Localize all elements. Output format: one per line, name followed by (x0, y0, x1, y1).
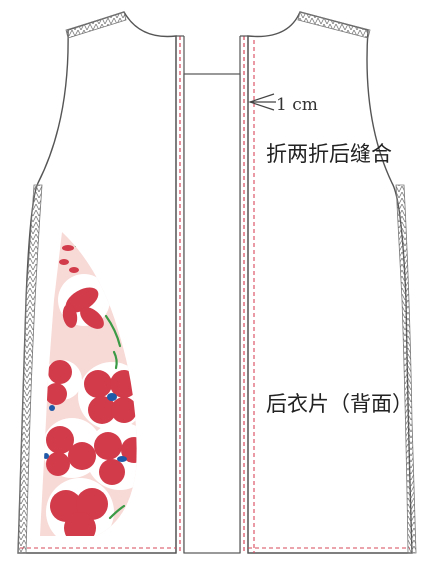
center-opening (183, 73, 241, 554)
right-center-hem (239, 35, 249, 553)
left-shoulder-overlock (65, 11, 127, 39)
right-side-overlock (395, 184, 417, 554)
seam-allowance-label: 1 cm (276, 95, 318, 115)
panel-name-label: 后衣片（背面） (266, 392, 413, 416)
fold-instruction-label: 折两折后缝合 (266, 142, 392, 166)
left-center-hem (175, 35, 185, 553)
left-side-overlock (17, 184, 43, 554)
arrow-left-icon (248, 93, 276, 111)
right-panel-outline (247, 11, 413, 554)
right-shoulder-overlock (297, 11, 371, 39)
